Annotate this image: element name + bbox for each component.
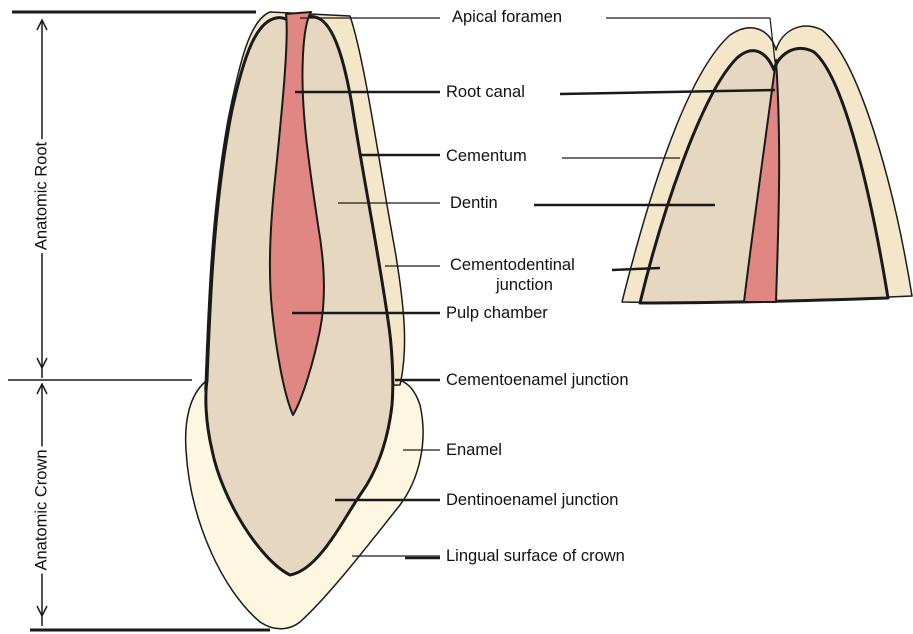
pulp-chamber-label: Pulp chamber — [446, 304, 548, 323]
dentinoenamel-junction-label: Dentinoenamel junction — [446, 491, 618, 510]
cementodentinal-junction-label-line1: Cementodentinal — [450, 256, 575, 275]
dentin-label: Dentin — [450, 194, 498, 213]
enamel-label: Enamel — [446, 441, 502, 460]
cementoenamel-junction-label: Cementoenamel junction — [446, 371, 629, 390]
apical-foramen-label: Apical foramen — [452, 8, 562, 27]
cementodentinal-junction-label-line2: junction — [496, 276, 553, 295]
inset-root-apex — [622, 26, 912, 303]
main-tooth — [186, 12, 423, 629]
cementum-label: Cementum — [446, 147, 527, 166]
anatomic-root-label: Anatomic Root — [33, 139, 52, 253]
anatomic-crown-label: Anatomic Crown — [33, 446, 52, 573]
lingual-surface-of-crown-label: Lingual surface of crown — [446, 547, 625, 566]
root-canal-label: Root canal — [446, 83, 525, 102]
